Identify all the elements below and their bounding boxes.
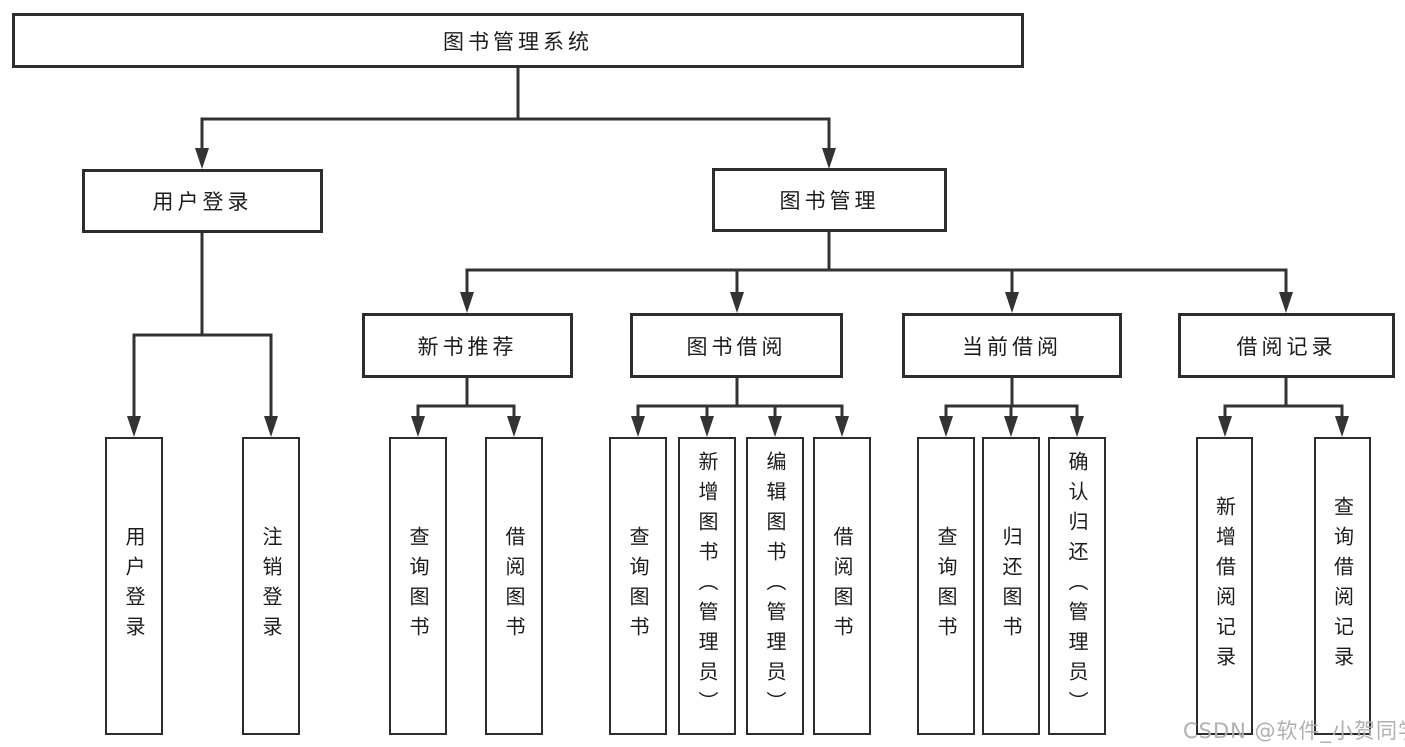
- node-borrow-records: 借阅记录: [1178, 313, 1395, 378]
- leaf-query-books-borrow: 查询图书: [609, 437, 667, 735]
- node-current-borrow: 当前借阅: [902, 313, 1122, 378]
- node-book-management: 图书管理: [712, 168, 947, 232]
- leaf-label: 新增图书（管理员）: [695, 451, 719, 721]
- leaf-label: 注销登录: [259, 526, 283, 646]
- leaf-label: 用户登录: [122, 526, 146, 646]
- leaf-return-books: 归还图书: [982, 437, 1040, 735]
- leaf-borrow-books-recommend: 借阅图书: [485, 437, 543, 735]
- leaf-label: 借阅图书: [502, 526, 526, 646]
- leaf-add-borrow-record: 新增借阅记录: [1196, 437, 1253, 735]
- leaf-query-books-recommend: 查询图书: [389, 437, 447, 735]
- leaf-label: 新增借阅记录: [1212, 496, 1237, 676]
- leaf-user-login: 用户登录: [105, 437, 163, 735]
- leaf-label: 编辑图书（管理员）: [763, 451, 787, 721]
- leaf-label: 查询借阅记录: [1330, 496, 1355, 676]
- node-book-borrow: 图书借阅: [630, 313, 843, 378]
- leaf-label: 查询图书: [934, 526, 958, 646]
- leaf-label: 查询图书: [406, 526, 430, 646]
- leaf-logout: 注销登录: [242, 437, 300, 735]
- leaf-label: 借阅图书: [830, 526, 854, 646]
- leaf-query-books-current: 查询图书: [917, 437, 975, 735]
- leaf-borrow-books: 借阅图书: [813, 437, 871, 735]
- leaf-confirm-return-admin: 确认归还（管理员）: [1048, 437, 1106, 735]
- leaf-add-books-admin: 新增图书（管理员）: [678, 437, 736, 735]
- node-new-book-recommend: 新书推荐: [362, 313, 573, 378]
- csdn-watermark: CSDN @软件_小贺同学: [1183, 719, 1405, 743]
- node-user-login: 用户登录: [82, 169, 323, 233]
- leaf-edit-books-admin: 编辑图书（管理员）: [746, 437, 804, 735]
- leaf-query-borrow-record: 查询借阅记录: [1314, 437, 1371, 735]
- leaf-label: 归还图书: [999, 526, 1023, 646]
- leaf-label: 查询图书: [626, 526, 650, 646]
- leaf-label: 确认归还（管理员）: [1065, 451, 1089, 721]
- node-root-library-system: 图书管理系统: [12, 13, 1024, 68]
